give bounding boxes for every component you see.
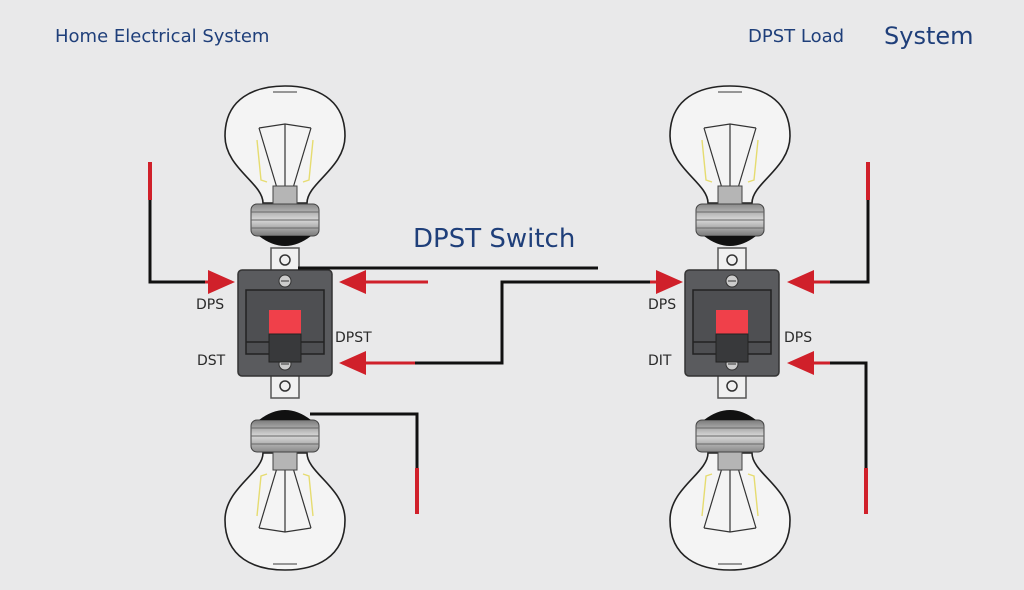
diagram-title-right-b: System [884, 22, 974, 50]
wire-crossover [339, 270, 683, 375]
label-left-switch-bottom: DST [197, 353, 226, 369]
bulb-bottom-right [669, 409, 791, 571]
label-right-switch-top: DPS [648, 297, 677, 313]
label-right-switch-right: DPS [784, 330, 813, 346]
label-left-switch-right: DPST [335, 330, 372, 346]
diagram-title-right-a: DPST Load [748, 26, 845, 47]
label-right-switch-bottom: DIT [648, 353, 672, 369]
diagram-title-left: Home Electrical System [55, 26, 270, 47]
diagram-title-center: DPST Switch [413, 224, 576, 254]
bulb-top-left [224, 85, 346, 247]
wire-bottom-left [310, 412, 419, 514]
wire-right-top [787, 162, 870, 294]
bulb-bottom-left [224, 409, 346, 571]
wire-right-bottom [787, 351, 868, 514]
wire-left-input [148, 162, 235, 294]
dpst-switch-right [684, 247, 780, 399]
label-left-switch-top: DPS [196, 297, 225, 313]
bulb-top-right [669, 85, 791, 247]
dpst-switch-left [237, 247, 333, 399]
